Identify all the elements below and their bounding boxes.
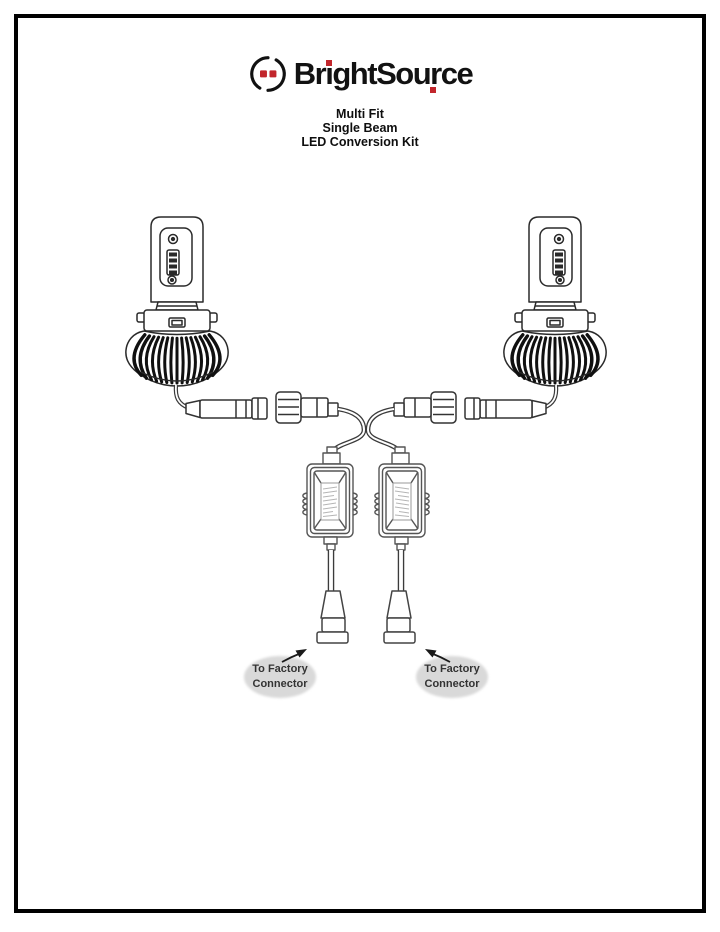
title-line-2: Single Beam <box>322 121 398 135</box>
brand-wordmark: BrıghtSource <box>293 56 474 93</box>
page-border-frame <box>14 14 706 913</box>
callout-left: To Factory Connector <box>252 663 308 690</box>
callout-right: To Factory Connector <box>424 663 480 690</box>
assembly-left <box>126 217 364 698</box>
brand-logo: BrıghtSource <box>0 54 720 94</box>
assembly-right <box>368 217 606 698</box>
title-line-1: Multi Fit <box>336 107 384 121</box>
logo-red-square-right <box>269 70 277 78</box>
header: BrıghtSource Multi Fit Single Beam LED C… <box>0 0 720 149</box>
brightsource-ring-icon <box>249 56 286 92</box>
logo-red-square-left <box>259 70 267 78</box>
title-line-3: LED Conversion Kit <box>301 135 419 149</box>
kit-title: Multi Fit Single Beam LED Conversion Kit <box>0 107 720 149</box>
